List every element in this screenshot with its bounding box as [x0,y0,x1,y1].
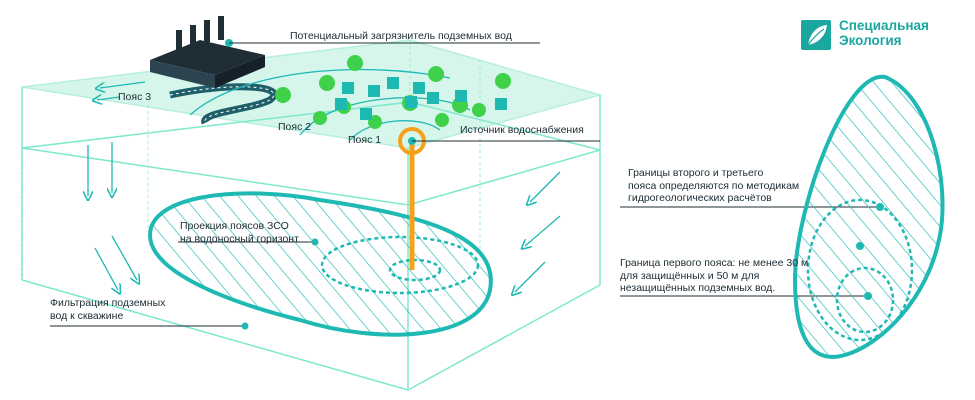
factory-icon [150,16,265,88]
brand-name: Специальная Экология [839,18,929,48]
zone1-boundary-label: Граница первого пояса: не менее 30 м для… [620,257,809,294]
surface-flow-arrows [97,81,146,100]
leaf-logo-icon [801,20,831,50]
source-label: Источник водоснабжения [460,124,584,136]
zone1-projection-ring [388,258,442,282]
hidden-edges [147,40,481,250]
brand-line1: Специальная [839,18,929,33]
house-icon [335,77,507,120]
filtration-label: Фильтрация подземных вод к скважине [50,297,166,322]
detail-zone1-ring [835,266,895,334]
detail-zone2-ring [806,198,914,342]
brand: Специальная Экология [801,18,929,48]
flow-arrow-icon [88,142,561,292]
aquifer-projection-oval [147,191,493,337]
village [275,55,511,129]
detail-zone-oval [792,74,945,359]
brand-line2: Экология [839,33,902,48]
polluter-label: Потенциальный загрязнитель подземных вод [290,30,512,42]
zone1-label: Пояс 1 [348,134,382,146]
zone2-label: Пояс 2 [278,121,312,133]
zone3-label: Пояс 3 [118,91,152,103]
zones23-label: Границы второго и третьего пояса определ… [628,167,800,204]
zone2-projection-ring [320,235,480,295]
projection-label: Проекция поясов ЗСО на водоносный горизо… [180,220,299,245]
